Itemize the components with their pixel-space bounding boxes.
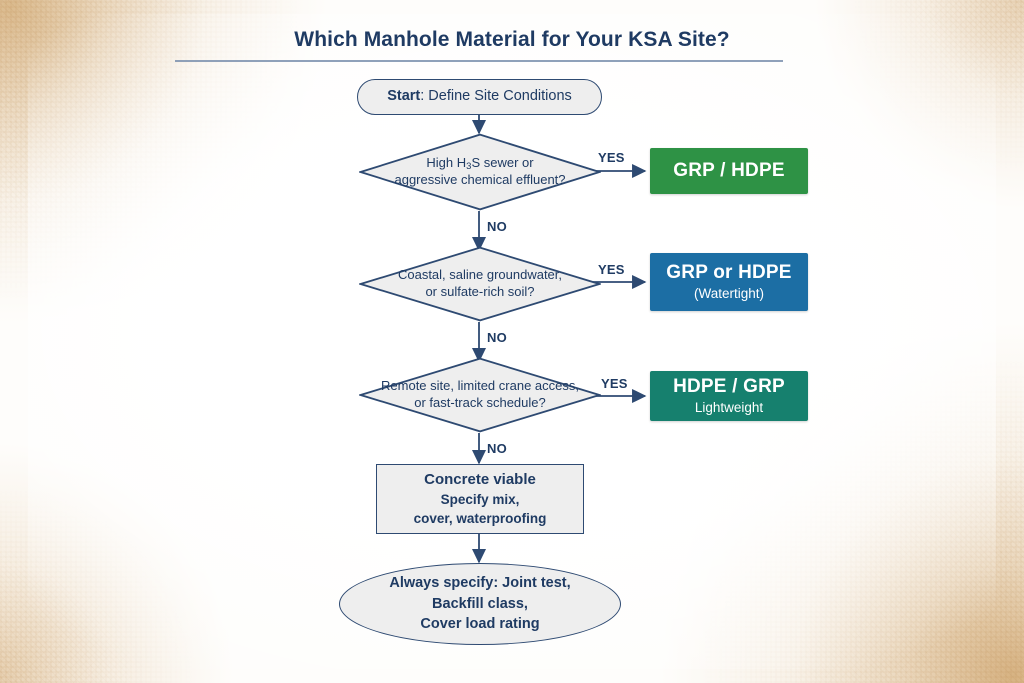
edge-label-no-1: NO — [487, 219, 507, 234]
process-node-concrete-line2: Specify mix, — [440, 492, 520, 508]
start-node-rest: : Define Site Conditions — [420, 88, 572, 105]
end-node[interactable]: Always specify: Joint test, Backfill cla… — [339, 563, 621, 645]
result-box-hdpe-grp-title: HDPE / GRP — [673, 376, 785, 398]
result-box-grp-or-hdpe-title: GRP or HDPE — [666, 262, 792, 284]
decision-node-saline[interactable]: Coastal, saline groundwater, or sulfate-… — [359, 246, 601, 322]
result-box-grp-or-hdpe-note: (Watertight) — [693, 285, 764, 301]
result-box-hdpe-grp-note: Lightweight — [694, 399, 764, 415]
result-box-grp-or-hdpe[interactable]: GRP or HDPE (Watertight) — [650, 253, 808, 311]
decision-node-h2s[interactable]: High H3S sewer or aggressive chemical ef… — [359, 133, 601, 211]
decision-node-remote[interactable]: Remote site, limited crane access, or fa… — [359, 357, 601, 433]
start-node-lead: Start — [387, 88, 421, 105]
end-node-line1: Always specify: Joint test, — [389, 575, 571, 592]
end-node-line2: Backfill class, — [432, 595, 528, 612]
edge-label-yes-2: YES — [598, 262, 625, 277]
process-node-concrete-line3: cover, waterproofing — [413, 510, 547, 526]
edge-label-no-3: NO — [487, 441, 507, 456]
edge-label-yes-3: YES — [601, 376, 628, 391]
title-divider — [175, 60, 783, 62]
decision-node-remote-shape — [359, 357, 601, 433]
page-title: Which Manhole Material for Your KSA Site… — [294, 28, 730, 51]
result-box-hdpe-grp[interactable]: HDPE / GRP Lightweight — [650, 371, 808, 421]
result-box-grp-hdpe[interactable]: GRP / HDPE — [650, 148, 808, 194]
edge-label-no-2: NO — [487, 330, 507, 345]
edge-label-yes-1: YES — [598, 150, 625, 165]
decision-node-h2s-shape — [359, 133, 601, 211]
process-node-concrete[interactable]: Concrete viable Specify mix, cover, wate… — [376, 464, 584, 534]
process-node-concrete-header: Concrete viable — [424, 470, 536, 488]
start-node-text: Start: Define Site Conditions — [387, 88, 572, 106]
start-node[interactable]: Start: Define Site Conditions — [357, 79, 602, 115]
decision-node-saline-shape — [359, 246, 601, 322]
result-box-grp-hdpe-title: GRP / HDPE — [673, 160, 785, 182]
end-node-line3: Cover load rating — [420, 616, 540, 633]
